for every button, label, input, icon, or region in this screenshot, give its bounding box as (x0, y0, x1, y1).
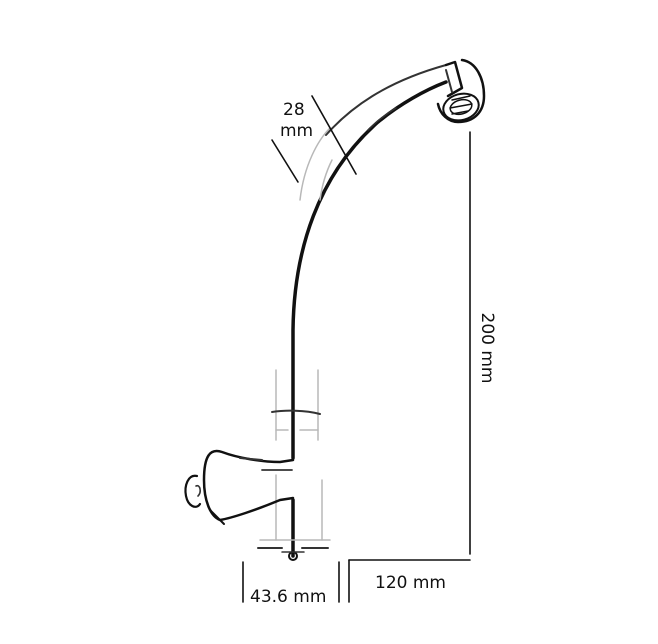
aerator-collar (445, 69, 453, 93)
spout-highlight (367, 107, 397, 131)
body-right-edge (317, 369, 323, 541)
diameter-value: 28 (283, 100, 305, 120)
spout-right-shade (319, 159, 333, 201)
reach-dimension: 120 mm (348, 559, 471, 603)
diameter-dimension: 28 mm (271, 95, 357, 183)
upper-collar (271, 409, 321, 415)
aerator-neck (444, 60, 464, 98)
spout-inner-curve (291, 80, 448, 460)
base-plate (257, 539, 331, 561)
diameter-extension-left (271, 139, 299, 183)
diameter-unit: mm (280, 121, 313, 141)
height-label: 200 mm (477, 313, 497, 384)
base-dimension: 43.6 mm (242, 561, 340, 607)
spout-top-arc (325, 64, 447, 136)
base-label: 43.6 mm (250, 587, 326, 607)
faucet (184, 58, 486, 561)
reach-label: 120 mm (375, 573, 446, 593)
handle-lever (184, 449, 295, 525)
aerator-head (436, 58, 486, 124)
height-dimension: 200 mm (469, 131, 497, 555)
spout-outer-shade (299, 127, 331, 201)
diameter-extension-right (311, 95, 357, 175)
